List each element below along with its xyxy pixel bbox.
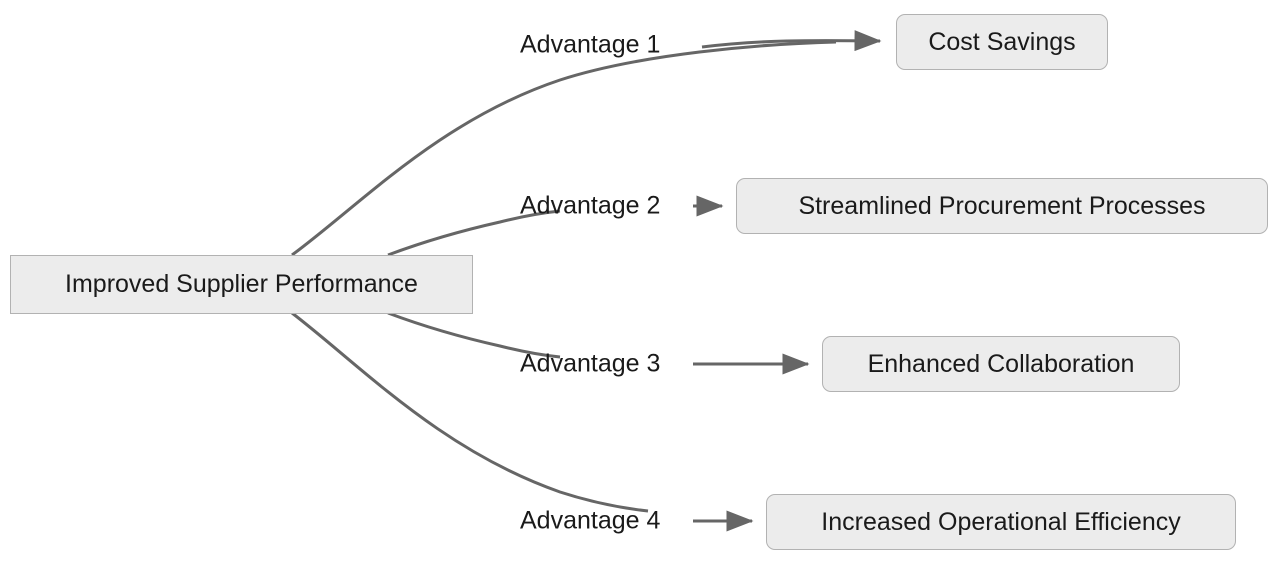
node-label: Increased Operational Efficiency <box>821 507 1181 536</box>
node-increased-operational-efficiency[interactable]: Increased Operational Efficiency <box>766 494 1236 550</box>
node-label: Streamlined Procurement Processes <box>798 191 1206 220</box>
node-streamlined-procurement-processes[interactable]: Streamlined Procurement Processes <box>736 178 1268 234</box>
node-cost-savings[interactable]: Cost Savings <box>896 14 1108 70</box>
edge-advantage-4-curve <box>291 311 649 513</box>
edge-advantage-1-arrow <box>701 30 882 52</box>
edge-advantage-1-curve <box>291 40 837 257</box>
node-label: Enhanced Collaboration <box>867 349 1135 378</box>
edge-advantage-2-curve <box>387 209 561 257</box>
node-label: Improved Supplier Performance <box>65 270 418 298</box>
edge-label-advantage-3: Advantage 3 <box>520 349 661 378</box>
node-enhanced-collaboration[interactable]: Enhanced Collaboration <box>822 336 1180 392</box>
edge-advantage-3-curve <box>387 311 561 359</box>
edge-label-advantage-1: Advantage 1 <box>520 30 661 59</box>
node-label: Cost Savings <box>928 27 1076 56</box>
edge-label-advantage-2: Advantage 2 <box>520 191 661 220</box>
edge-label-advantage-4: Advantage 4 <box>520 506 661 535</box>
node-improved-supplier-performance[interactable]: Improved Supplier Performance <box>10 255 473 314</box>
